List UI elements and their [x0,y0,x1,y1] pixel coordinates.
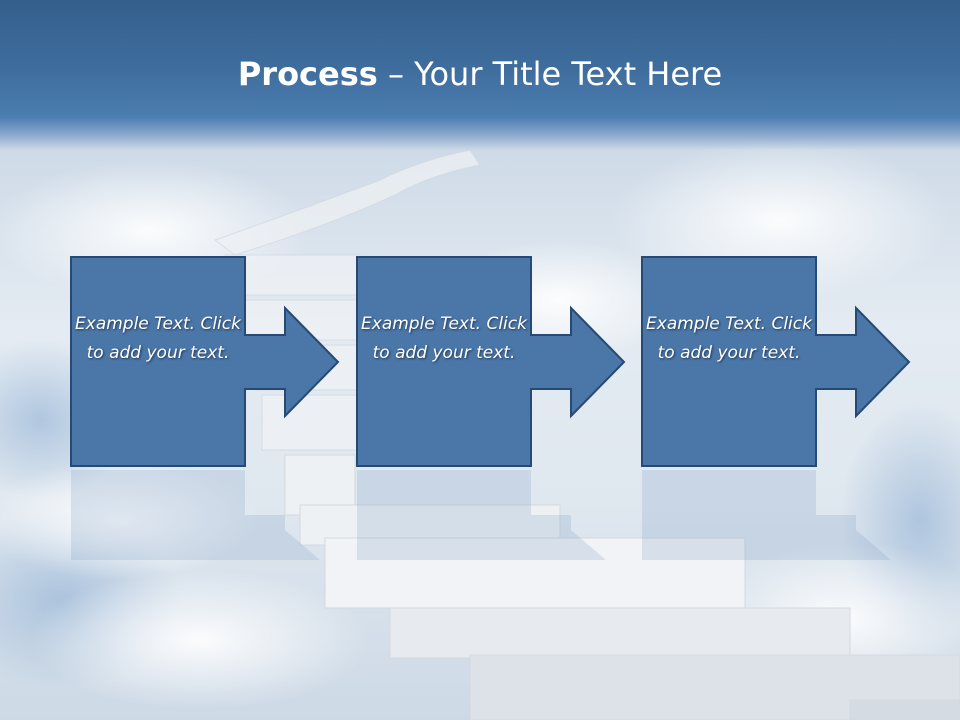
step-1-arrow-shape [70,256,340,467]
slide-title[interactable]: Process – Your Title Text Here [0,52,960,96]
step-2-reflection [356,470,626,560]
title-band [0,0,960,150]
step-1-reflection [70,470,340,560]
title-rest-part: – Your Title Text Here [377,55,723,93]
process-step-1[interactable]: Example Text. Click to add your text. [70,256,340,468]
title-bold-part: Process [237,55,378,93]
step-3-arrow-shape [641,256,911,467]
step-2-arrow-shape [356,256,626,467]
step-1-text: Example Text. Click to add your text. [75,314,241,363]
step-2-text: Example Text. Click to add your text. [361,314,527,363]
step-3-text: Example Text. Click to add your text. [646,314,812,363]
process-step-2[interactable]: Example Text. Click to add your text. [356,256,626,468]
step-3-reflection [641,470,911,560]
process-step-3[interactable]: Example Text. Click to add your text. [641,256,911,468]
